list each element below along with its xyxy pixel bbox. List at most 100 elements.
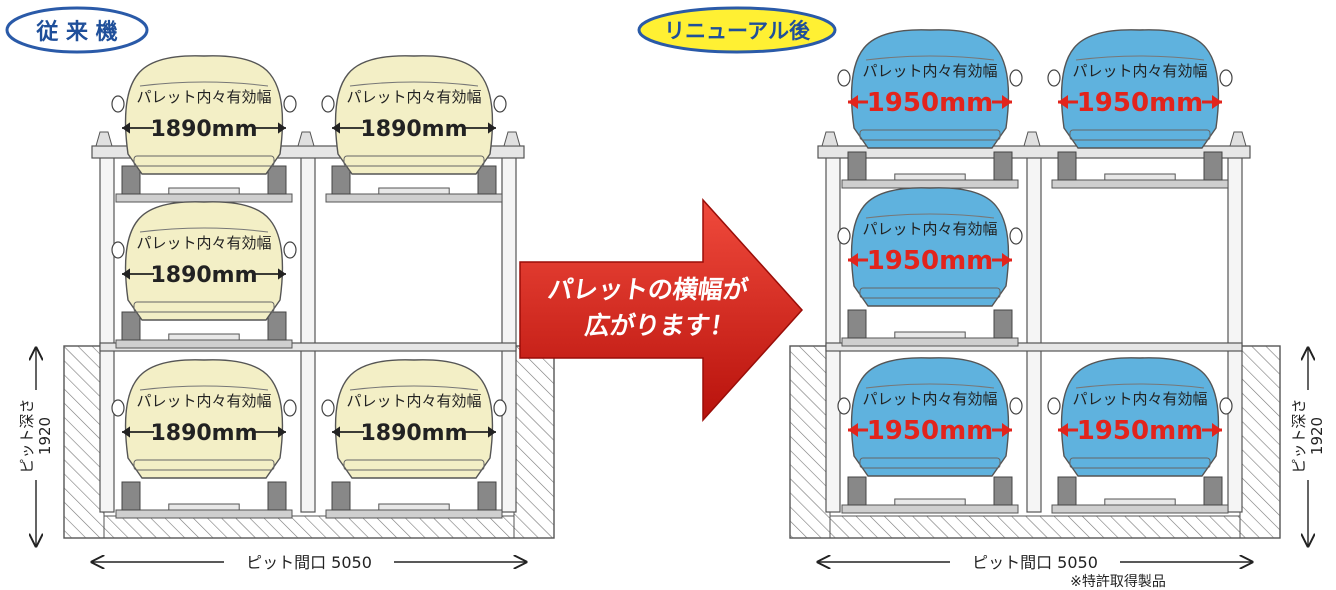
side-mirror-left (321, 95, 335, 113)
pit-depth-label: ピット深さ (1290, 398, 1308, 473)
wheel-block (1203, 476, 1223, 506)
pit-depth-value: 1920 (36, 417, 54, 455)
frame-cap (503, 131, 521, 147)
wheel-block (847, 309, 867, 339)
dimension-arrowhead-right (278, 426, 286, 438)
ground-beam (99, 342, 517, 352)
dimension-arrowhead-right (1212, 423, 1222, 437)
windshield-line (139, 227, 269, 233)
car-body (850, 357, 1010, 477)
badge-new-label: リニューアル後 (664, 19, 811, 43)
car-body (850, 29, 1010, 149)
side-mirror-left (321, 399, 335, 417)
pallet (841, 179, 1019, 189)
wheel-block (1203, 151, 1223, 181)
wheel-block (267, 481, 287, 511)
frame-cap (1229, 131, 1247, 147)
dimension-arrowhead-left (848, 423, 858, 437)
car-body (124, 201, 284, 321)
pit-opening-label-bg (950, 550, 1120, 574)
pallet-plate (378, 187, 450, 195)
car: パレット内々有効幅 1950mm (1047, 29, 1233, 149)
wheel-block (1057, 151, 1077, 181)
windshield-line (1075, 55, 1205, 61)
wheel-block (121, 481, 141, 511)
car-body (334, 55, 494, 175)
pallet (115, 339, 293, 349)
side-mirror-right (283, 241, 297, 259)
frame-column (300, 149, 316, 513)
dimension-arrowhead-left (848, 253, 858, 267)
wheel-block (331, 165, 351, 195)
width-value: 1890mm (150, 421, 257, 446)
bumper (343, 459, 485, 471)
side-mirror-left (1047, 397, 1061, 415)
width-value: 1950mm (1077, 88, 1204, 118)
arrow-text-line2: 広がります！ (583, 311, 737, 340)
frame-cap (821, 131, 839, 147)
dimension-arrowhead-right (1002, 423, 1012, 437)
pit-depth-label-bg (1286, 390, 1330, 480)
pit-opening-label: ピット間口 5050 (972, 553, 1098, 572)
bumper (133, 155, 275, 167)
windshield-line (349, 385, 479, 391)
car-body (334, 359, 494, 479)
dimension-arrowhead-right (278, 122, 286, 134)
bumper (343, 155, 485, 167)
car-body (124, 359, 284, 479)
side-mirror-left (111, 399, 125, 417)
dimension-arrowhead-left (122, 426, 130, 438)
bumper (859, 129, 1001, 141)
badge-old: 従 来 機 (5, 6, 149, 54)
car-body (850, 187, 1010, 307)
dimension-arrowhead-right (1002, 253, 1012, 267)
frame-cap (1023, 131, 1041, 147)
dimension-arrowhead-left (1058, 423, 1068, 437)
width-value: 1890mm (360, 421, 467, 446)
width-caption: パレット内々有効幅 (1072, 62, 1207, 80)
pallet (1051, 504, 1229, 514)
width-caption: パレット内々有効幅 (346, 392, 481, 410)
arrow-text-line1: パレットの横幅が (546, 275, 751, 304)
frame-column (501, 149, 517, 513)
wheel-block (1057, 476, 1077, 506)
bumper (859, 287, 1001, 299)
bumper (1069, 457, 1211, 469)
bumper (133, 301, 275, 313)
windshield-line (1075, 383, 1205, 389)
width-value: 1950mm (1077, 416, 1204, 446)
pallet (841, 337, 1019, 347)
width-value: 1890mm (360, 117, 467, 142)
frame-column (99, 149, 115, 513)
side-mirror-left (111, 95, 125, 113)
width-caption: パレット内々有効幅 (862, 62, 997, 80)
wheel-block (121, 165, 141, 195)
pallet-plate (894, 498, 966, 506)
expansion-arrow: パレットの横幅が 広がります！ (519, 198, 804, 422)
frame-cap (297, 131, 315, 147)
frame-column (825, 149, 841, 513)
pallet (325, 193, 503, 203)
width-caption: パレット内々有効幅 (136, 88, 271, 106)
windshield-line (139, 81, 269, 87)
badge-old-label: 従 来 機 (35, 19, 117, 45)
pallet (1051, 179, 1229, 189)
bumper (859, 457, 1001, 469)
frame-cap (95, 131, 113, 147)
pallet-plate (894, 331, 966, 339)
width-caption: パレット内々有効幅 (1072, 390, 1207, 408)
windshield-line (139, 385, 269, 391)
dimension-arrowhead-right (1212, 95, 1222, 109)
pallet (115, 193, 293, 203)
bumper (1069, 129, 1211, 141)
side-mirror-left (837, 227, 851, 245)
windshield-line (865, 213, 995, 219)
side-mirror-left (111, 241, 125, 259)
pallet-plate (1104, 498, 1176, 506)
windshield-line (349, 81, 479, 87)
